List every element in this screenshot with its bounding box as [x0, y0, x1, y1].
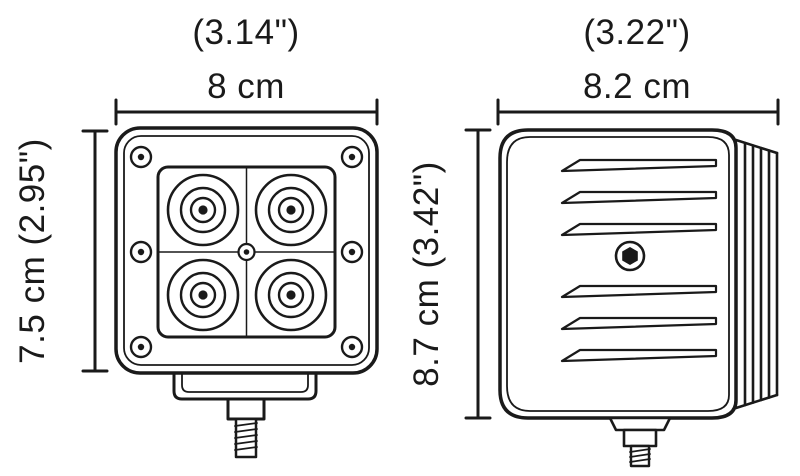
groove-line [560, 316, 718, 331]
mounting-nut [622, 428, 658, 448]
side-grooves [560, 158, 718, 363]
front-mounting-bracket [172, 371, 318, 459]
screw-icon [129, 240, 153, 264]
side-bolt-icon [614, 240, 646, 272]
front-width-dimension-line [114, 98, 379, 126]
side-view: (3.22") 8.2 cm 8.7 cm (3.42") [407, 13, 780, 468]
side-width-cm-label: 8.2 cm [583, 67, 691, 106]
led-lamp-icon [254, 173, 328, 247]
screw-icon [129, 145, 153, 169]
screw-icon [129, 335, 153, 359]
mounting-nut [226, 397, 266, 421]
led-lamp-icon [166, 258, 240, 332]
screw-icon [340, 145, 364, 169]
side-width-inch-label: (3.22") [583, 13, 690, 52]
threaded-stud-icon [234, 417, 258, 459]
stud-foot [608, 416, 672, 432]
side-width-dimension-line [496, 98, 780, 126]
side-housing [498, 128, 738, 420]
groove-line [560, 348, 718, 363]
front-width-inch-label: (3.14") [192, 13, 299, 52]
rear-fins [734, 138, 779, 410]
groove-line [560, 284, 718, 299]
groove-line [560, 190, 718, 205]
front-height-label: 7.5 cm (2.95") [13, 138, 52, 364]
front-screws [129, 145, 364, 359]
front-width-cm-label: 8 cm [207, 67, 285, 106]
center-screw-icon [237, 242, 256, 262]
side-height-dimension-line [464, 128, 492, 420]
screw-icon [340, 335, 364, 359]
groove-line [560, 158, 718, 173]
led-lamp-icon [254, 258, 328, 332]
groove-line [560, 222, 718, 237]
front-height-dimension-line [81, 129, 109, 373]
side-mounting-stud [608, 416, 672, 468]
side-height-label: 8.7 cm (3.42") [407, 161, 446, 387]
screw-icon [340, 240, 364, 264]
threaded-stud-icon [629, 444, 651, 468]
led-lamp-icon [166, 173, 240, 247]
front-view: (3.14") 8 cm 7.5 cm (2.95") [13, 13, 379, 459]
led-lamps [166, 173, 328, 332]
